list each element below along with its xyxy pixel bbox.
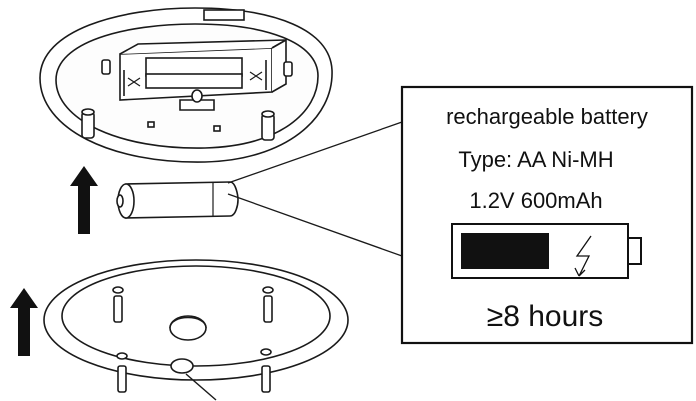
callout-leaders bbox=[227, 121, 403, 257]
upper-housing bbox=[39, 7, 333, 163]
spec-callout-box bbox=[400, 85, 694, 345]
arrow-lower bbox=[10, 288, 38, 356]
base-screws bbox=[112, 286, 274, 393]
lightning-bolt-icon bbox=[574, 235, 592, 277]
battery-type: Type: AA Ni-MH bbox=[458, 147, 613, 172]
battery-capacity: 1.2V 600mAh bbox=[469, 188, 602, 213]
battery-holder bbox=[119, 38, 287, 101]
callout-title: rechargeable battery bbox=[446, 104, 648, 129]
arrow-up-icon bbox=[10, 166, 98, 356]
runtime-label: ≥8 hours bbox=[487, 300, 604, 333]
battery-charging-icon bbox=[451, 223, 642, 279]
center-switch bbox=[179, 99, 215, 111]
base-plate bbox=[43, 259, 349, 393]
aa-battery bbox=[116, 181, 239, 219]
battery-charge-level bbox=[461, 233, 549, 269]
housing-posts bbox=[81, 59, 293, 141]
knob-pointer bbox=[185, 373, 217, 401]
arrow-upper bbox=[70, 166, 98, 234]
upper-housing-tab bbox=[203, 9, 245, 21]
